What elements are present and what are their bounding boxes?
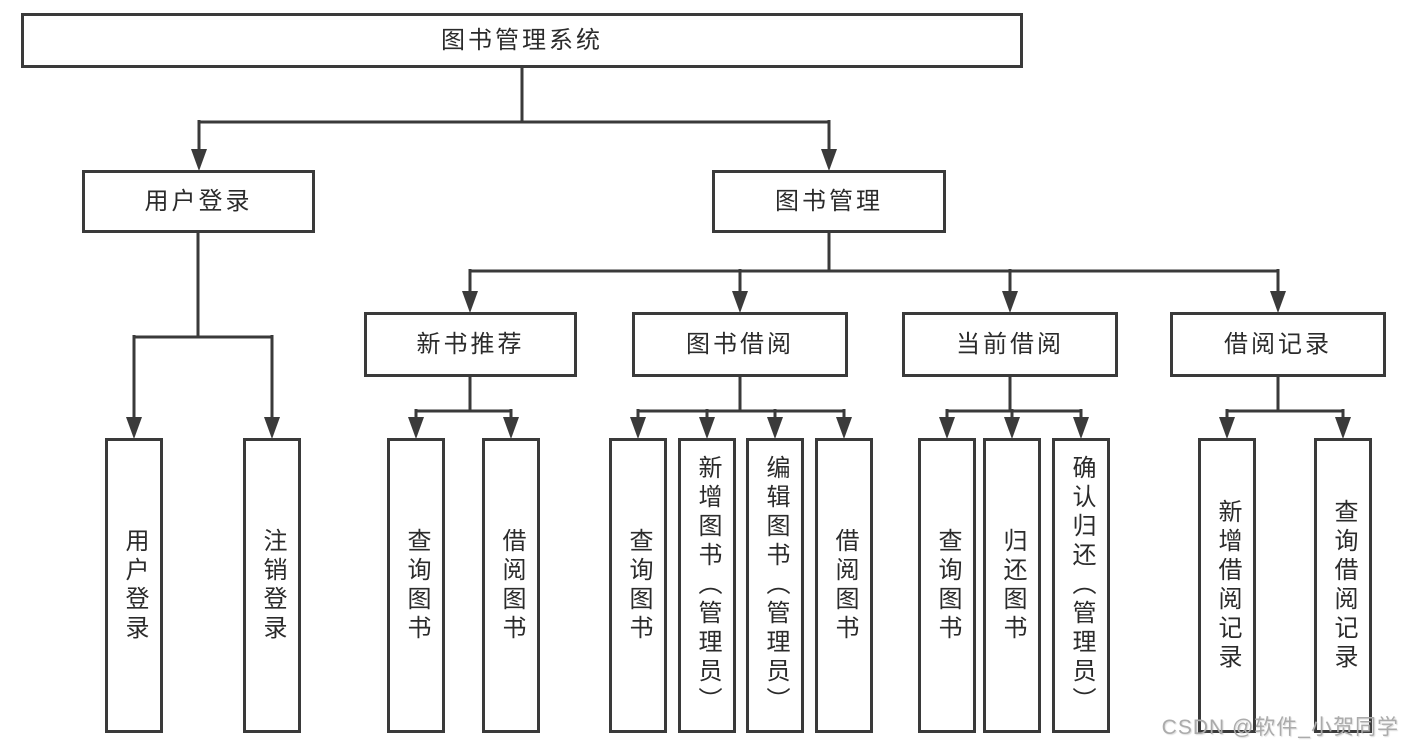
node-label: 新增图书（管理员） xyxy=(694,455,721,716)
node-label: 确认归还（管理员） xyxy=(1068,455,1095,716)
node-book-management: 图书管理 xyxy=(712,170,946,233)
node-label: 查询借阅记录 xyxy=(1330,498,1357,673)
arrowhead-bb-add xyxy=(699,417,715,439)
node-borrowing-records: 借阅记录 xyxy=(1170,312,1386,377)
leaf-logout: 注销登录 xyxy=(243,438,301,733)
arrowhead-user-login xyxy=(191,149,207,171)
csdn-watermark: CSDN @软件_小贺同学 xyxy=(1161,716,1399,739)
node-label: 用户登录 xyxy=(121,527,148,644)
node-label: 编辑图书（管理员） xyxy=(762,455,789,716)
leaf-current-return-books: 归还图书 xyxy=(983,438,1041,733)
leaf-records-query-borrow-record: 查询借阅记录 xyxy=(1314,438,1372,733)
leaf-current-confirm-return-admin: 确认归还（管理员） xyxy=(1052,438,1110,733)
arrowhead-cb-query xyxy=(939,417,955,439)
arrowhead-rec-add xyxy=(1219,417,1235,439)
leaf-borrowing-borrow-books: 借阅图书 xyxy=(815,438,873,733)
node-user-login: 用户登录 xyxy=(82,170,315,233)
node-label: 借阅图书 xyxy=(498,527,525,644)
node-library-management-system: 图书管理系统 xyxy=(21,13,1023,68)
node-label: 当前借阅 xyxy=(956,330,1064,358)
node-label: 用户登录 xyxy=(144,187,253,215)
leaf-borrowing-edit-books-admin: 编辑图书（管理员） xyxy=(746,438,804,733)
node-label: 查询图书 xyxy=(934,527,961,644)
node-label: 新增借阅记录 xyxy=(1214,498,1241,673)
arrowhead-rec-query xyxy=(1335,417,1351,439)
node-label: 图书借阅 xyxy=(686,330,794,358)
leaf-current-query-books: 查询图书 xyxy=(918,438,976,733)
arrowhead-book-borrowing xyxy=(732,291,748,313)
arrowhead-bb-query xyxy=(630,417,646,439)
arrowhead-bb-edit xyxy=(767,417,783,439)
leaf-borrowing-add-books-admin: 新增图书（管理员） xyxy=(678,438,736,733)
arrowhead-new-books xyxy=(462,291,478,313)
leaf-newbooks-query-books: 查询图书 xyxy=(387,438,445,733)
arrowhead-bb-borrow xyxy=(836,417,852,439)
node-label: 归还图书 xyxy=(999,527,1026,644)
arrowhead-nb-borrow xyxy=(503,417,519,439)
leaf-user-login: 用户登录 xyxy=(105,438,163,733)
arrowhead-leaf-logout xyxy=(264,417,280,439)
arrowhead-borrowing-records xyxy=(1270,291,1286,313)
arrowhead-cb-return xyxy=(1004,417,1020,439)
node-new-book-recommendation: 新书推荐 xyxy=(364,312,577,377)
node-label: 借阅图书 xyxy=(831,527,858,644)
node-label: 查询图书 xyxy=(403,527,430,644)
arrowhead-nb-query xyxy=(408,417,424,439)
arrowhead-leaf-login xyxy=(126,417,142,439)
node-label: 查询图书 xyxy=(625,527,652,644)
arrowhead-cb-confirm xyxy=(1073,417,1089,439)
node-label: 图书管理系统 xyxy=(441,26,603,54)
leaf-newbooks-borrow-books: 借阅图书 xyxy=(482,438,540,733)
node-book-borrowing: 图书借阅 xyxy=(632,312,848,377)
node-label: 借阅记录 xyxy=(1224,330,1332,358)
node-label: 图书管理 xyxy=(775,187,883,215)
arrowhead-current-borrowing xyxy=(1002,291,1018,313)
leaf-records-add-borrow-record: 新增借阅记录 xyxy=(1198,438,1256,733)
arrowhead-book-mgmt xyxy=(821,149,837,171)
node-label: 注销登录 xyxy=(259,527,286,644)
node-current-borrowing: 当前借阅 xyxy=(902,312,1118,377)
leaf-borrowing-query-books: 查询图书 xyxy=(609,438,667,733)
node-label: 新书推荐 xyxy=(416,330,525,358)
